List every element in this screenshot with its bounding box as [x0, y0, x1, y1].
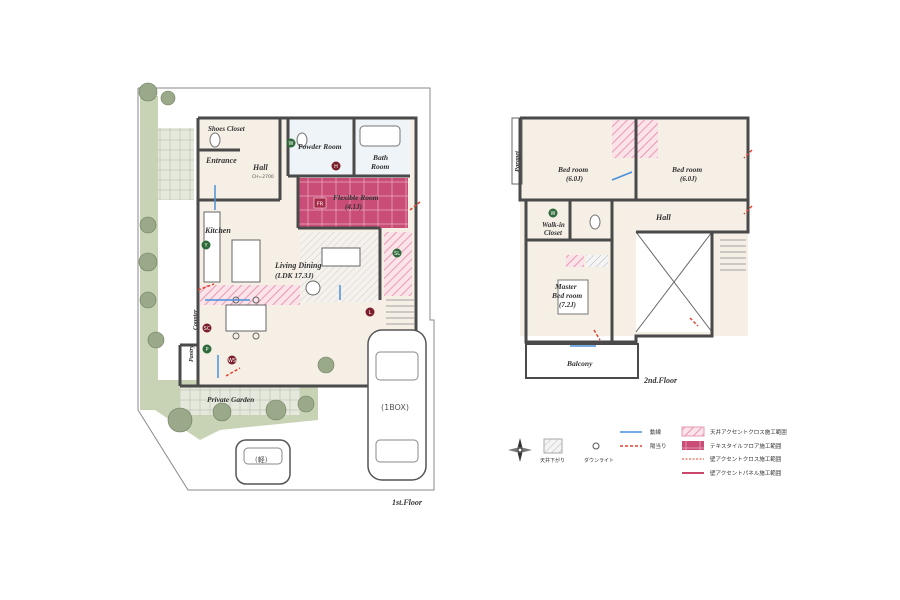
- flexible-room-size: (4.1J): [345, 203, 362, 211]
- floor2-plan: [511, 116, 753, 379]
- legend-downlight: ダウンライト: [584, 457, 614, 464]
- car-small: [235, 439, 291, 485]
- legend-flow-line: 動線: [650, 428, 662, 436]
- site-boundary: [137, 87, 435, 491]
- ldk-size-label: (LDK 17.3J): [275, 271, 314, 280]
- bedroom-b-size: (6.0J): [680, 175, 697, 183]
- ceiling-drop-swatch: [543, 438, 563, 454]
- kitchen-label: Kitchen: [204, 226, 231, 235]
- pantry-label: Pantry: [189, 345, 195, 362]
- hall-label: Hall: [252, 163, 268, 172]
- badge-p: P: [205, 347, 208, 353]
- parking-box-label: (1BOX): [381, 403, 409, 412]
- master-label-2: Bed room: [551, 291, 582, 300]
- dining-table: [225, 304, 267, 332]
- parking-small-label: (軽): [255, 455, 268, 464]
- bath-label-2: Room: [370, 162, 390, 171]
- badge-sl: SL: [394, 251, 400, 257]
- accent-cross-ceiling-swatch: [681, 426, 705, 437]
- powder-room-label: Powder Room: [298, 142, 342, 151]
- legend: 天井下がり ダウンライト 動線 陽当り 天井アクセントクロス施工範囲 テキスタイ…: [508, 426, 787, 477]
- legend-accent-cross-ceiling: 天井アクセントクロス施工範囲: [710, 428, 787, 436]
- legend-accent-panel-wall: 壁アクセントパネル施工範囲: [710, 469, 782, 477]
- badge-l: L: [369, 310, 372, 316]
- bedroom-b-label: Bed room: [671, 165, 702, 174]
- balcony: [525, 343, 639, 379]
- bedroom-a-size: (6.0J): [566, 175, 583, 183]
- counter-label: Counter: [193, 309, 199, 330]
- badge-ws: WS: [228, 358, 236, 364]
- kitchen-island: [231, 239, 261, 283]
- badge-fr-bg: [313, 197, 327, 209]
- walkin-label-1: Walk-in: [542, 221, 565, 229]
- floor2-caption: 2nd.Floor: [643, 376, 678, 385]
- bath-label-1: Bath: [372, 153, 388, 162]
- walkin-label-2: Closet: [544, 229, 563, 237]
- badge-y: Y: [203, 243, 208, 249]
- trees: [138, 82, 335, 433]
- living-dining-label: Living Dining: [274, 261, 321, 270]
- textile-floor-swatch: [682, 441, 704, 450]
- car-large: [367, 329, 427, 481]
- badges-floor1: FR Y SC P WS SL L W H: [201, 138, 402, 365]
- parapet-label: Parapet: [514, 151, 521, 172]
- badge-w-floor1: W: [289, 141, 294, 147]
- shoes-closet-label: Shoes Closet: [208, 125, 246, 133]
- legend-textile-floor: テキスタイルフロア施工範囲: [710, 442, 782, 450]
- badge-h: H: [334, 164, 338, 170]
- legend-sightline: 陽当り: [650, 442, 667, 450]
- badge-w-floor2: W: [551, 211, 556, 217]
- badge-fr: FR: [317, 202, 324, 208]
- downlight-icon: [592, 442, 600, 450]
- floor1-caption: 1st.Floor: [392, 498, 423, 507]
- bedroom-a-label: Bed room: [557, 165, 588, 174]
- compass-icon: [508, 438, 532, 462]
- entrance-label: Entrance: [205, 156, 237, 165]
- hall-floor2-label: Hall: [655, 213, 671, 222]
- paving-entrance: [158, 128, 194, 200]
- hall-ch-label: CH=2700: [252, 174, 274, 180]
- master-label-1: Master: [554, 282, 577, 291]
- balcony-label: Balcony: [566, 359, 593, 368]
- private-garden-label: Private Garden: [207, 395, 254, 404]
- legend-accent-cross-wall: 壁アクセントクロス施工範囲: [710, 455, 782, 463]
- master-size: (7.2J): [559, 301, 576, 309]
- floor1-plan: [137, 82, 435, 491]
- flexible-room-label: Flexible Room: [333, 193, 379, 202]
- master-bed: [557, 279, 589, 315]
- legend-ceiling-drop: 天井下がり: [540, 457, 565, 464]
- badge-sc: SC: [204, 326, 211, 332]
